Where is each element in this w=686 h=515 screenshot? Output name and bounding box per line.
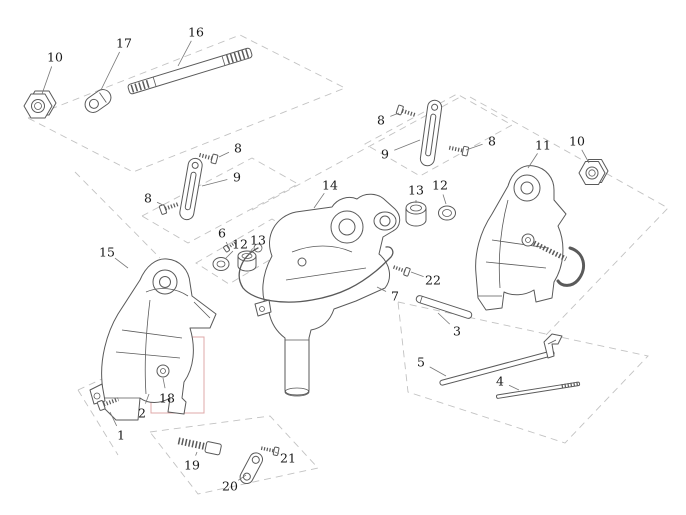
leader-line-9-4 [201,179,228,187]
leader-line-21-28 [274,451,280,455]
leader-line-15-17 [114,257,129,269]
bushing-right [405,201,427,227]
part-label-22-18: 22 [425,273,441,288]
leader-line-19-26 [195,451,198,456]
part-label-9-4: 9 [233,170,241,185]
part-label-8-5: 8 [144,191,152,206]
part-label-14-11: 14 [322,178,338,193]
part-label-8-3: 8 [234,141,242,156]
part-label-16-2: 16 [188,25,204,40]
screw-6 [223,241,237,253]
leader-line-1-25 [109,411,118,427]
part-label-10-0: 10 [47,50,63,65]
part-label-17-1: 17 [116,36,132,51]
part-label-8-6: 8 [377,113,385,128]
bracket-tab [89,383,106,405]
leader-line-12-13 [442,194,447,205]
leader-line-6-14 [225,241,229,247]
eye-link [84,89,112,113]
part-label-7-19: 7 [391,289,399,304]
latch-claw [543,333,563,359]
steering-tube-end [284,387,310,397]
screw-21 [260,446,280,456]
leader-line-3-20 [437,312,451,325]
hex-nut-left [23,90,57,119]
leader-line-11-9 [527,153,538,169]
part-label-20-27: 20 [222,479,238,494]
leader-line-10-10 [581,149,590,164]
part-label-1-25: 1 [117,428,125,443]
screw-8-right-upper [395,104,417,117]
part-label-15-17: 15 [99,245,115,260]
part-label-2-24: 2 [138,406,146,421]
bolt-1 [96,397,120,411]
screw-8-left-lower [158,202,180,215]
slotted-link-left [179,157,203,221]
leader-line-16-2 [177,40,192,67]
stud-19 [177,437,222,456]
washer-left [212,257,230,271]
part-label-13-16: 13 [250,233,266,248]
leader-line-7-19 [376,286,387,292]
link-wire [238,243,394,303]
hex-nut-right [578,159,609,185]
leader-line-4-22 [508,384,520,391]
clamp-bracket-right [475,165,567,311]
part-label-4-22: 4 [496,374,504,389]
bracket-hole-18 [156,364,170,378]
part-label-19-26: 19 [184,458,200,473]
clamp-bracket-left [89,258,217,421]
screw-8-left-upper [198,152,219,165]
bushing-left [237,250,257,272]
leader-line-18-23 [162,377,166,389]
leader-line-20-27 [238,474,247,481]
tilt-rod [495,381,581,399]
leader-line-22-18 [410,271,424,277]
leader-line-9-7 [394,139,421,151]
leader-line-5-21 [429,366,447,377]
threaded-rod [127,47,253,95]
part-label-12-13: 12 [432,178,448,193]
part-label-5-21: 5 [417,355,425,370]
pivot-pin [415,295,473,319]
part-label-10-10: 10 [569,134,585,149]
screw-8-right-lower [448,145,470,157]
slotted-link-right [419,99,443,167]
part-label-6-14: 6 [218,226,226,241]
leader-line-10-0 [41,66,53,95]
part-label-9-7: 9 [381,147,389,162]
leader-line-8-3 [218,151,230,158]
latch-rod [439,350,555,386]
lever-20 [239,452,264,485]
part-label-12-15: 12 [232,237,248,252]
leader-line-2-24 [145,393,150,404]
leader-line-13-16 [248,248,253,255]
leader-line-17-1 [100,51,120,91]
leader-line-8-5 [156,201,166,207]
part-label-11-9: 11 [535,138,551,153]
swivel-bracket-center [254,193,401,397]
part-label-18-23: 18 [159,391,175,406]
clamp-screw [532,240,586,287]
leader-line-8-6 [390,112,400,117]
part-label-21-28: 21 [280,451,296,466]
part-label-8-8: 8 [488,134,496,149]
part-label-3-20: 3 [453,324,461,339]
part-label-13-12: 13 [408,183,424,198]
ring-right [438,205,456,221]
leader-line-14-11 [313,192,325,209]
leader-line-12-15 [224,250,234,260]
screw-22 [392,265,411,277]
leader-line-8-8 [465,143,483,151]
